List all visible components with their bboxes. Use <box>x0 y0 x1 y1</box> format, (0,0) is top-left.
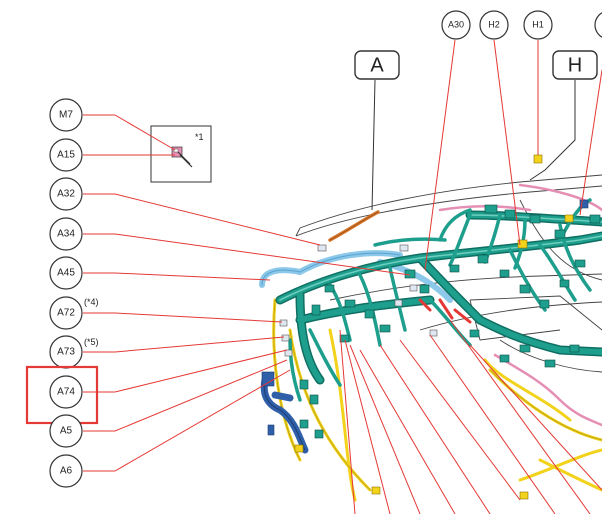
callout-m7[interactable]: M7 <box>49 98 83 132</box>
callout-h2[interactable]: H2 <box>479 10 509 40</box>
callout-a34[interactable]: A34 <box>49 217 83 251</box>
inset-note: *1 <box>195 132 204 142</box>
connector-blocks-yellow <box>294 214 574 500</box>
svg-text:H1: H1 <box>532 19 544 29</box>
connector-icon <box>171 146 193 168</box>
h1-connector <box>533 154 543 164</box>
connector-blocks <box>299 204 601 439</box>
callout-a30[interactable]: A30 <box>441 10 471 40</box>
svg-text:A5: A5 <box>60 426 73 437</box>
svg-text:A6: A6 <box>60 466 73 477</box>
a73-note: (*5) <box>84 337 99 347</box>
callout-h1[interactable]: H1 <box>523 10 553 40</box>
callout-a72[interactable]: A72 <box>49 296 83 330</box>
svg-text:A73: A73 <box>57 347 75 358</box>
svg-text:H: H <box>568 54 582 76</box>
svg-text:A34: A34 <box>57 229 75 240</box>
callout-a45[interactable]: A45 <box>49 256 83 290</box>
section-label-a: A <box>354 50 400 80</box>
wire-harness <box>259 183 602 502</box>
svg-text:A74: A74 <box>57 387 75 398</box>
section-label-h: H <box>552 50 598 80</box>
svg-text:A15: A15 <box>57 150 75 161</box>
callout-partial-edge <box>594 12 602 38</box>
callout-a6[interactable]: A6 <box>49 454 83 488</box>
svg-text:A32: A32 <box>57 189 75 200</box>
leader-lines <box>83 114 602 514</box>
svg-text:H2: H2 <box>488 19 500 29</box>
svg-text:M7: M7 <box>59 110 73 121</box>
callout-a32[interactable]: A32 <box>49 177 83 211</box>
callout-a74[interactable]: A74 <box>49 375 83 409</box>
callout-a73[interactable]: A73 <box>49 335 83 369</box>
top-leader-lines <box>371 39 602 271</box>
connector-blocks-light <box>279 244 438 357</box>
dashboard-outline <box>295 174 602 373</box>
svg-text:A45: A45 <box>57 268 75 279</box>
callout-a5[interactable]: A5 <box>49 414 83 448</box>
svg-text:A30: A30 <box>448 19 464 29</box>
a72-note: (*4) <box>84 297 99 307</box>
svg-text:A72: A72 <box>57 308 75 319</box>
connector-blocks-blue <box>261 199 589 436</box>
svg-text:A: A <box>370 54 384 76</box>
inset-box: *1 <box>150 125 212 183</box>
callout-a15[interactable]: A15 <box>49 138 83 172</box>
